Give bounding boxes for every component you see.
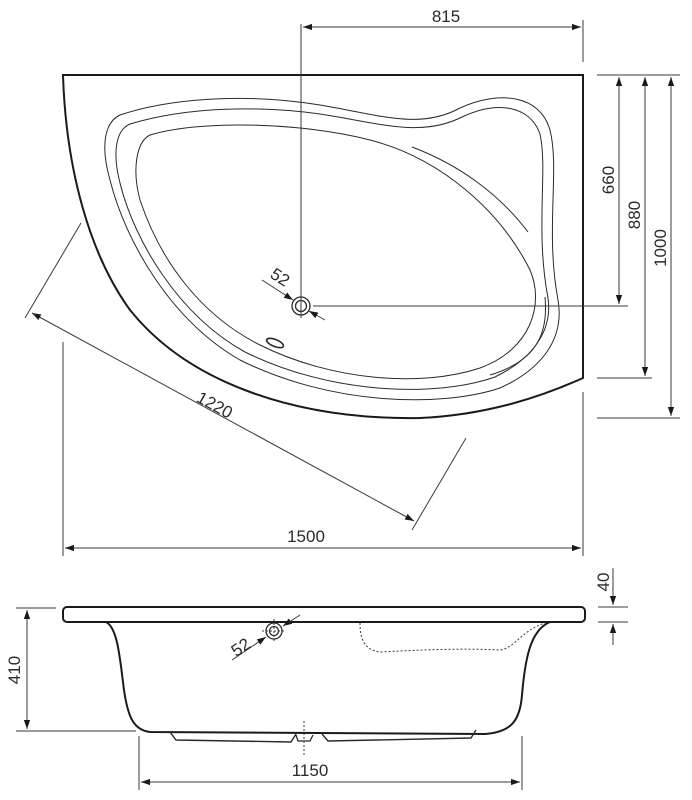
overflow-icon: [262, 619, 286, 643]
dim-40: 40: [594, 573, 613, 592]
rim-contour-mid: [115, 107, 550, 390]
dim-1150: 1150: [292, 761, 329, 780]
dim-815: 815: [432, 7, 460, 26]
dim-1220: 1220: [193, 388, 235, 423]
foot-left: [169, 731, 297, 743]
dim-660: 660: [599, 166, 618, 194]
inner-right-arc: [489, 296, 547, 376]
dim-410: 410: [5, 656, 24, 684]
tub-outer-outline: [61, 74, 584, 420]
rim-contour-outer: [104, 97, 560, 401]
dim-1000: 1000: [651, 229, 670, 267]
tub-rim: [62, 606, 586, 623]
backrest-arc: [411, 146, 529, 233]
foot-right: [321, 729, 477, 742]
dim-1500: 1500: [287, 527, 325, 546]
basin-contour: [135, 124, 537, 380]
tub-body-profile: [105, 621, 551, 736]
side-view: 52 410 40 1150: [5, 568, 628, 790]
dim-880: 880: [625, 201, 644, 229]
plan-view: 815 660 880 1000 52 1220 1500: [24, 7, 680, 556]
